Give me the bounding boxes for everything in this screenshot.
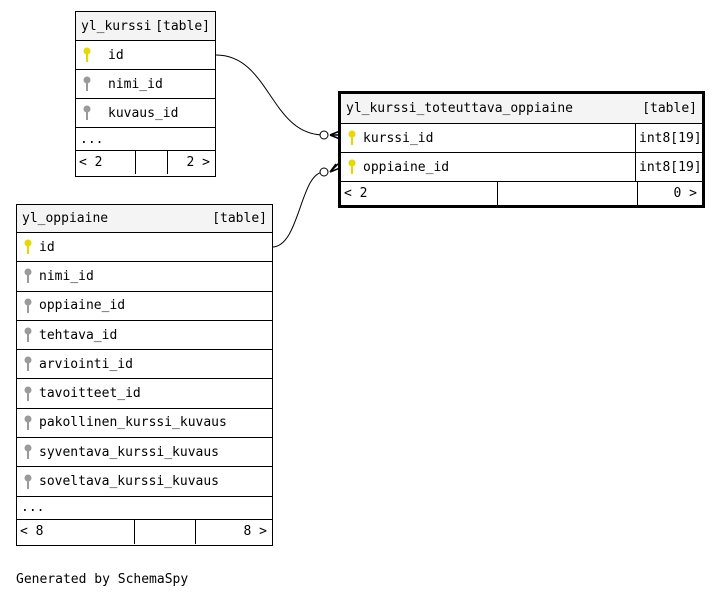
column-row[interactable]: nimi_id — [76, 70, 215, 99]
column-row[interactable]: pakollinen_kurssi_kuvaus — [17, 409, 272, 439]
key-icon — [17, 386, 39, 402]
column-name: tehtava_id — [39, 327, 118, 343]
column-name: syventava_kurssi_kuvaus — [39, 444, 220, 460]
table-name: yl_kurssi — [81, 18, 152, 34]
crowfoot-circle — [319, 167, 329, 177]
table-yl-kurssi-toteuttava-oppiaine[interactable]: yl_kurssi_toteuttava_oppiaine [table] ku… — [338, 91, 705, 208]
column-name: nimi_id — [108, 76, 163, 92]
primary-key-icon — [341, 130, 363, 146]
column-name: kuvaus_id — [108, 105, 179, 121]
column-name: oppiaine_id — [363, 159, 450, 175]
column-row[interactable]: syventava_kurssi_kuvaus — [17, 438, 272, 468]
key-icon — [17, 268, 39, 284]
table-name: yl_kurssi_toteuttava_oppiaine — [346, 101, 573, 116]
table-tag: [table] — [155, 18, 210, 34]
crowfoot-circle — [319, 130, 329, 140]
key-icon — [76, 76, 98, 92]
relation-oppiaine-id — [271, 171, 325, 248]
relation-kurssi-id — [215, 54, 325, 136]
table-name: yl_oppiaine — [22, 211, 109, 226]
column-row[interactable]: tavoitteet_id — [17, 379, 272, 409]
footer-spacer — [498, 182, 637, 205]
column-name: id — [108, 47, 124, 63]
column-row[interactable]: oppiaine_id — [17, 292, 272, 321]
generated-by-text: Generated by SchemaSpy — [16, 572, 189, 587]
key-icon — [76, 105, 98, 121]
key-icon — [17, 298, 39, 314]
footer-spacer — [136, 151, 167, 174]
primary-key-icon — [76, 47, 98, 63]
table-tag: [table] — [642, 101, 697, 116]
more-columns: ... — [17, 497, 272, 520]
table-header[interactable]: yl_oppiaine [table] — [17, 205, 272, 233]
footer-spacer — [135, 520, 195, 544]
column-name: oppiaine_id — [39, 298, 126, 314]
column-row[interactable]: tehtava_id — [17, 321, 272, 351]
column-row[interactable]: id — [17, 233, 272, 263]
table-tag: [table] — [212, 211, 267, 226]
table-yl-oppiaine[interactable]: yl_oppiaine [table] id nimi_id oppiaine_id… — [16, 204, 273, 546]
table-yl-kurssi[interactable]: yl_kurssi [table] id nimi_id kuvaus_id .… — [75, 11, 216, 177]
key-icon — [17, 474, 39, 490]
column-name: nimi_id — [39, 268, 94, 284]
column-name: kurssi_id — [363, 130, 434, 146]
children-count[interactable]: 2 > — [167, 151, 215, 174]
column-row[interactable]: id — [76, 41, 215, 70]
column-name: tavoitteet_id — [39, 386, 141, 402]
column-row[interactable]: arviointi_id — [17, 350, 272, 380]
column-row[interactable]: kurssi_id int8[19] — [341, 124, 702, 153]
column-name: soveltava_kurssi_kuvaus — [39, 474, 220, 490]
column-row[interactable]: kuvaus_id — [76, 99, 215, 128]
parents-count[interactable]: < 8 — [17, 519, 135, 544]
table-footer: < 2 0 > — [341, 182, 702, 205]
more-columns: ... — [76, 128, 215, 151]
children-count[interactable]: 8 > — [195, 519, 272, 544]
column-row[interactable]: soveltava_kurssi_kuvaus — [17, 467, 272, 497]
key-icon — [17, 327, 39, 343]
key-icon — [17, 444, 39, 460]
column-row[interactable]: oppiaine_id int8[19] — [341, 153, 702, 182]
primary-key-icon — [17, 239, 39, 255]
table-footer: < 2 2 > — [76, 151, 215, 174]
column-name: pakollinen_kurssi_kuvaus — [39, 415, 227, 431]
column-type: int8[19] — [635, 124, 702, 152]
table-header[interactable]: yl_kurssi_toteuttava_oppiaine [table] — [341, 94, 702, 124]
parents-count[interactable]: < 2 — [341, 182, 498, 205]
key-icon — [17, 356, 39, 372]
column-name: arviointi_id — [39, 356, 133, 372]
column-type: int8[19] — [635, 153, 702, 181]
parents-count[interactable]: < 2 — [76, 151, 136, 174]
children-count[interactable]: 0 > — [637, 182, 702, 205]
primary-key-icon — [341, 159, 363, 175]
table-header[interactable]: yl_kurssi [table] — [76, 12, 215, 41]
table-footer: < 8 8 > — [17, 519, 272, 544]
key-icon — [17, 415, 39, 431]
column-name: id — [39, 239, 55, 255]
column-row[interactable]: nimi_id — [17, 262, 272, 292]
